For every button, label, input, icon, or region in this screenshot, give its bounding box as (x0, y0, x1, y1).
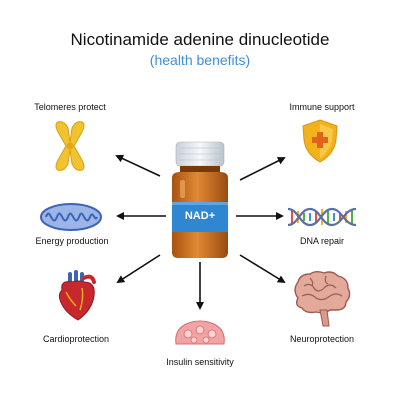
page-subtitle: (health benefits) (149, 52, 251, 68)
benefit-label-immune: Immune support (289, 102, 355, 112)
arrow-to-neuro (239, 254, 286, 284)
benefit-label-telomeres: Telomeres protect (34, 102, 106, 112)
benefit-label-insulin: Insulin sensitivity (166, 357, 234, 367)
page-title: Nicotinamide adenine dinucleotide (70, 30, 330, 49)
arrow-to-immune (239, 157, 286, 181)
pancreas-icon (175, 320, 225, 345)
benefit-label-energy: Energy production (35, 236, 109, 246)
shield-icon (302, 119, 338, 163)
benefit-label-cardio: Cardioprotection (42, 334, 110, 344)
arrow-to-cardio (116, 254, 161, 284)
arrows (115, 154, 286, 310)
medicine-bottle-icon (172, 141, 228, 258)
benefit-label-dna: DNA repair (299, 236, 344, 246)
mitochondrion-icon (40, 203, 102, 231)
nad-label: NAD+ (184, 210, 216, 222)
chromosome-icon (55, 121, 85, 171)
brain-icon (294, 271, 351, 327)
benefit-label-neuro: Neuroprotection (289, 334, 355, 344)
heart-icon (58, 270, 96, 321)
dna-helix-icon (287, 207, 357, 227)
arrow-to-telomeres (115, 154, 161, 177)
